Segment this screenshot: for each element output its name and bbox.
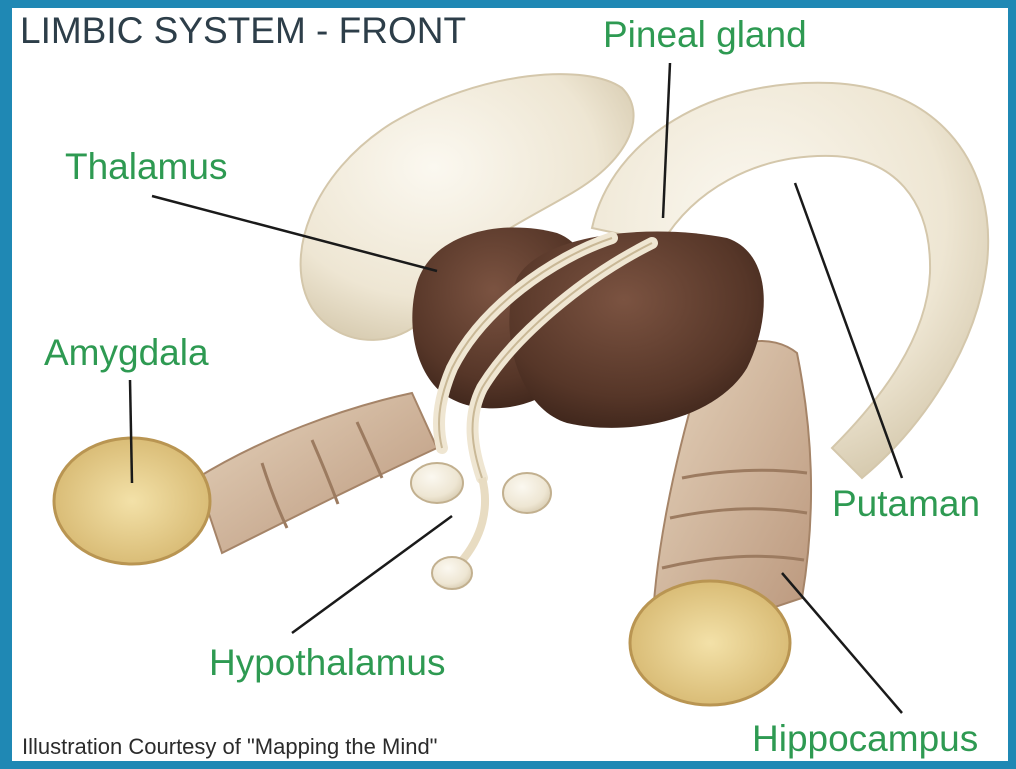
illustration-credit: Illustration Courtesy of "Mapping the Mi… xyxy=(22,734,438,760)
left-tail xyxy=(197,393,437,553)
label-putaman: Putaman xyxy=(832,483,980,525)
mammillary-left xyxy=(411,463,463,503)
pointer-hypothalamus xyxy=(292,516,452,633)
diagram-title: LIMBIC SYSTEM - FRONT xyxy=(20,10,466,52)
label-thalamus: Thalamus xyxy=(65,146,227,188)
limbic-illustration xyxy=(12,8,1008,761)
diagram-frame: LIMBIC SYSTEM - FRONT Pineal gland Thala… xyxy=(12,8,1008,761)
pointer-hippocampus xyxy=(782,573,902,713)
label-hypothalamus: Hypothalamus xyxy=(209,642,446,684)
hippocampus-disc xyxy=(630,581,790,705)
label-pineal-gland: Pineal gland xyxy=(603,14,807,56)
label-hippocampus: Hippocampus xyxy=(752,718,978,760)
label-amygdala: Amygdala xyxy=(44,332,209,374)
pituitary xyxy=(432,557,472,589)
mammillary-right xyxy=(503,473,551,513)
